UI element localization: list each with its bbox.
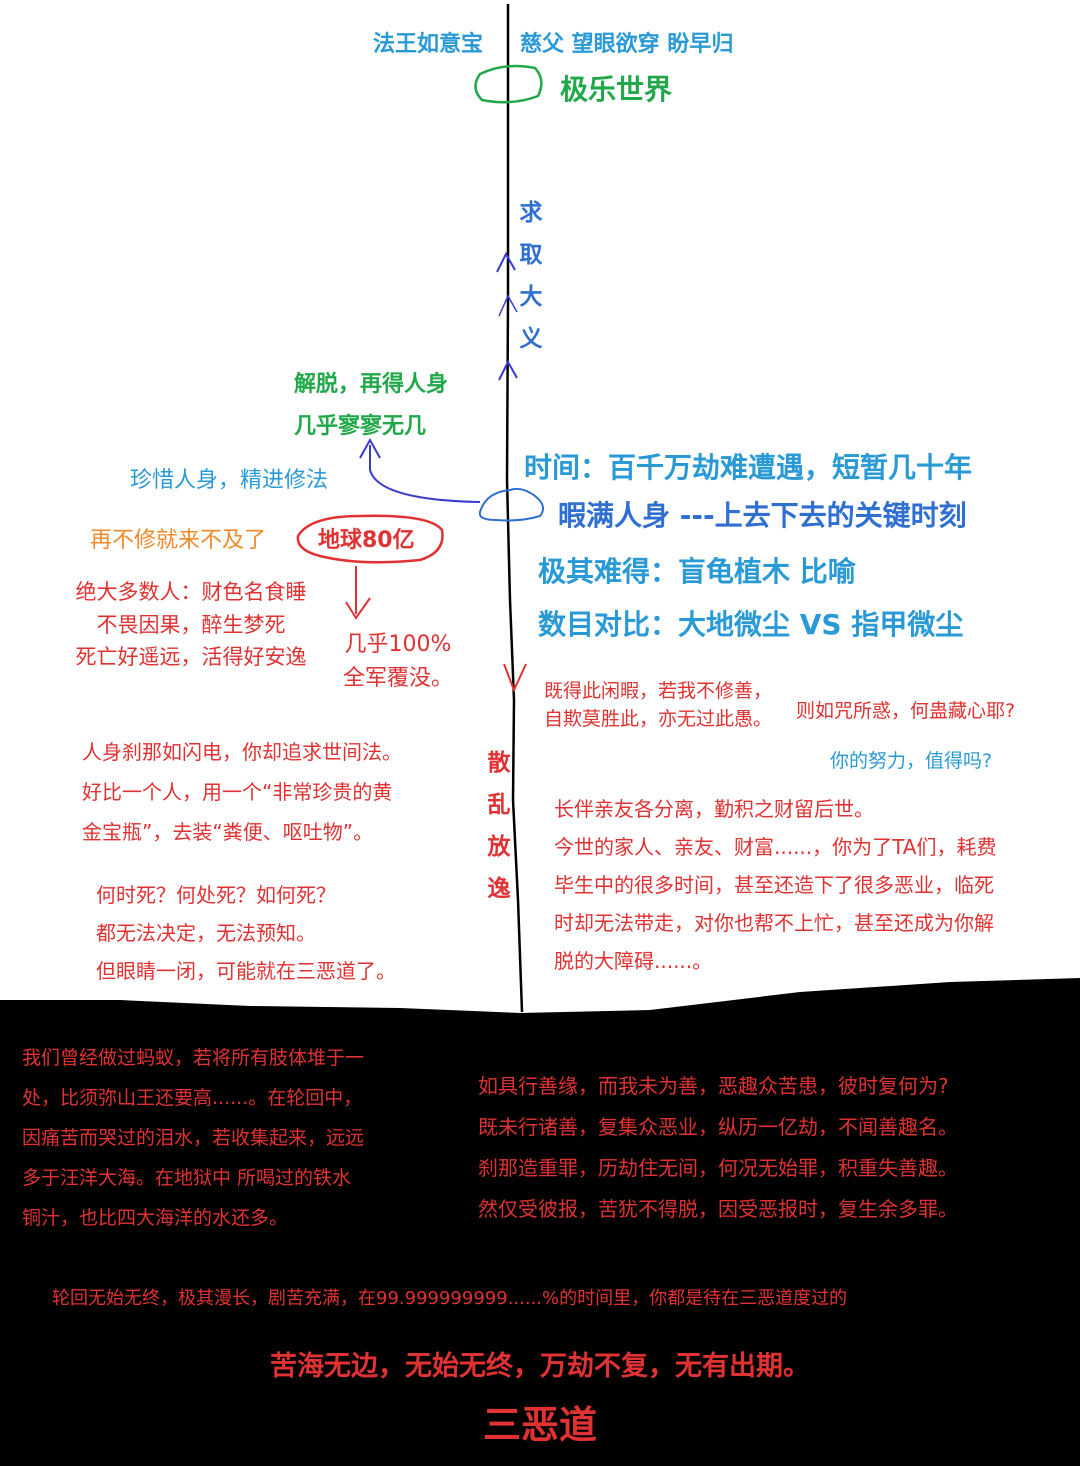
- death-block: 何时死？何处死？如何死？ 都无法决定，无法预知。 但眼睛一闭，可能就在三恶道了。: [96, 876, 396, 990]
- result-line: 几乎100%: [344, 632, 452, 657]
- compare-label: 数目对比：大地微尘 VS 指甲微尘: [538, 608, 964, 641]
- down-arrow-icon: [503, 663, 527, 693]
- up-arrow-icon: [496, 251, 516, 273]
- distraction-char: 逸: [487, 876, 511, 902]
- up-arrow-icon: [498, 294, 518, 317]
- family-line: 时却无法带走，对你也帮不上忙，甚至还成为你解: [554, 911, 994, 935]
- verse-lower-line: 如具行善缘，而我未为善，恶趣众苦患，彼时复何为?: [478, 1074, 949, 1098]
- left-up-arrow-head-icon: [359, 437, 381, 459]
- ant-line: 铜汁，也比四大海洋的水还多。: [22, 1207, 289, 1229]
- seek-char: 求: [519, 200, 543, 226]
- earth-population-label: 地球80亿: [318, 528, 415, 553]
- family-block: 长伴亲友各分离，勤积之财留后世。 今世的家人、亲友、财富......，你为了TA…: [554, 790, 997, 980]
- result-line: 全军覆没。: [342, 666, 453, 692]
- up-arrow-icon: [498, 359, 518, 381]
- pure-land-label: 极乐世界: [560, 73, 673, 106]
- verse-lower-line: 既未行诸善，复集众恶业，纵历一亿劫，不闻善趣名。: [478, 1115, 958, 1139]
- family-line: 今世的家人、亲友、财富......，你为了TA们，耗费: [554, 835, 997, 859]
- delusion-question: 则如咒所惑，何蛊藏心耶?: [796, 700, 1016, 722]
- pure-land-marker: [474, 64, 543, 104]
- samsara-text: 轮回无始无终，极其漫长，剧苦充满，在99.999999999......%的时间…: [52, 1288, 848, 1309]
- ant-block: 我们曾经做过蚂蚁，若将所有肢体堆于一 处，比须弥山王还要高......。在轮回中…: [22, 1038, 364, 1238]
- family-line: 毕生中的很多时间，甚至还造下了很多恶业，临死: [554, 873, 994, 897]
- ant-line: 我们曾经做过蚂蚁，若将所有肢体堆于一: [22, 1047, 365, 1069]
- distraction-char: 散: [487, 750, 511, 776]
- bitter-sea-text: 苦海无边，无始无终，万劫不复，无有出期。: [270, 1351, 810, 1382]
- verse-line: 既得此闲暇，若我不修善，: [544, 680, 773, 702]
- death-line: 何时死？何处死？如何死？: [96, 883, 336, 907]
- lightning-line: 好比一个人，用一个“非常珍贵的黄: [82, 780, 393, 804]
- lower-realms-title: 三恶道: [482, 1403, 597, 1447]
- left-up-arrow-icon: [369, 445, 481, 503]
- seek-meaning-label: 求 取 大 义: [516, 192, 546, 360]
- majority-line: 不畏因果，醉生梦死: [96, 612, 286, 637]
- ant-line: 处，比须弥山王还要高......。在轮回中，: [22, 1087, 363, 1109]
- death-line: 但眼睛一闭，可能就在三恶道了。: [96, 959, 396, 983]
- family-line: 长伴亲友各分离，勤积之财留后世。: [554, 797, 874, 821]
- ant-line: 因痛苦而哭过的泪水，若收集起来，远远: [22, 1127, 365, 1149]
- seek-char: 大: [519, 284, 543, 310]
- majority-line: 绝大多数人：财色名食睡: [75, 580, 307, 604]
- time-label: 时间：百千万劫难遭遇，短暂几十年: [524, 451, 973, 484]
- master-label: 法王如意宝: [373, 32, 484, 57]
- earth-outline: [296, 514, 444, 564]
- seek-char: 义: [519, 326, 543, 352]
- ant-line: 多于汪洋大海。在地狱中 所喝过的铁水: [22, 1167, 352, 1189]
- human-body-marker: [478, 487, 545, 522]
- rare-label: 极其难得：盲龟植木 比喻: [538, 555, 856, 588]
- distraction-char: 乱: [487, 792, 511, 818]
- verse-lower-line: 然仅受彼报，苦犹不得脱，因受恶报时，复生余多罪。: [478, 1197, 958, 1221]
- precious-body-label: 暇满人身 ---上去下去的关键时刻: [558, 499, 967, 532]
- majority-block: 绝大多数人：财色名食睡 不畏因果，醉生梦死 死亡好遥远，活得好安逸: [46, 576, 336, 674]
- worth-question: 你的努力，值得吗?: [830, 750, 993, 772]
- death-line: 都无法决定，无法预知。: [96, 921, 316, 945]
- distraction-char: 放: [487, 834, 511, 860]
- lower-realms-region: [0, 978, 1080, 1466]
- lightning-block: 人身刹那如闪电，你却追求世间法。 好比一个人，用一个“非常珍贵的黄 金宝瓶”，去…: [82, 732, 402, 852]
- verse-lower-line: 刹那造重罪，历劫住无间，何况无始罪，积重失善趣。: [478, 1156, 958, 1180]
- earth-down-arrow-head-icon: [345, 597, 371, 620]
- lightning-line: 金宝瓶”，去装“粪便、呕吐物”。: [82, 820, 374, 844]
- father-waiting-label: 慈父 望眼欲穿 盼早归: [520, 32, 734, 57]
- seek-char: 取: [519, 242, 543, 268]
- cherish-label: 珍惜人身，精进修法: [130, 468, 329, 493]
- verse-lower-block: 如具行善缘，而我未为善，恶趣众苦患，彼时复何为? 既未行诸善，复集众恶业，纵历一…: [478, 1066, 958, 1230]
- majority-line: 死亡好遥远，活得好安逸: [75, 645, 307, 670]
- liberation-label: 解脱，再得人身: [294, 372, 449, 397]
- timeline-line: [505, 4, 524, 1013]
- verse-line: 自欺莫胜此，亦无过此愚。: [544, 707, 773, 730]
- rare-rebirth-label: 几乎寥寥无几: [294, 414, 427, 439]
- urgency-label: 再不修就来不及了: [90, 528, 267, 553]
- result-block: 几乎100% 全军覆没。: [338, 628, 458, 696]
- distraction-label: 散 乱 放 逸: [484, 742, 514, 910]
- lightning-line: 人身刹那如闪电，你却追求世间法。: [82, 740, 402, 764]
- verse-block: 既得此闲暇，若我不修善， 自欺莫胜此，亦无过此愚。: [544, 678, 772, 733]
- family-line: 脱的大障碍......。: [554, 949, 713, 973]
